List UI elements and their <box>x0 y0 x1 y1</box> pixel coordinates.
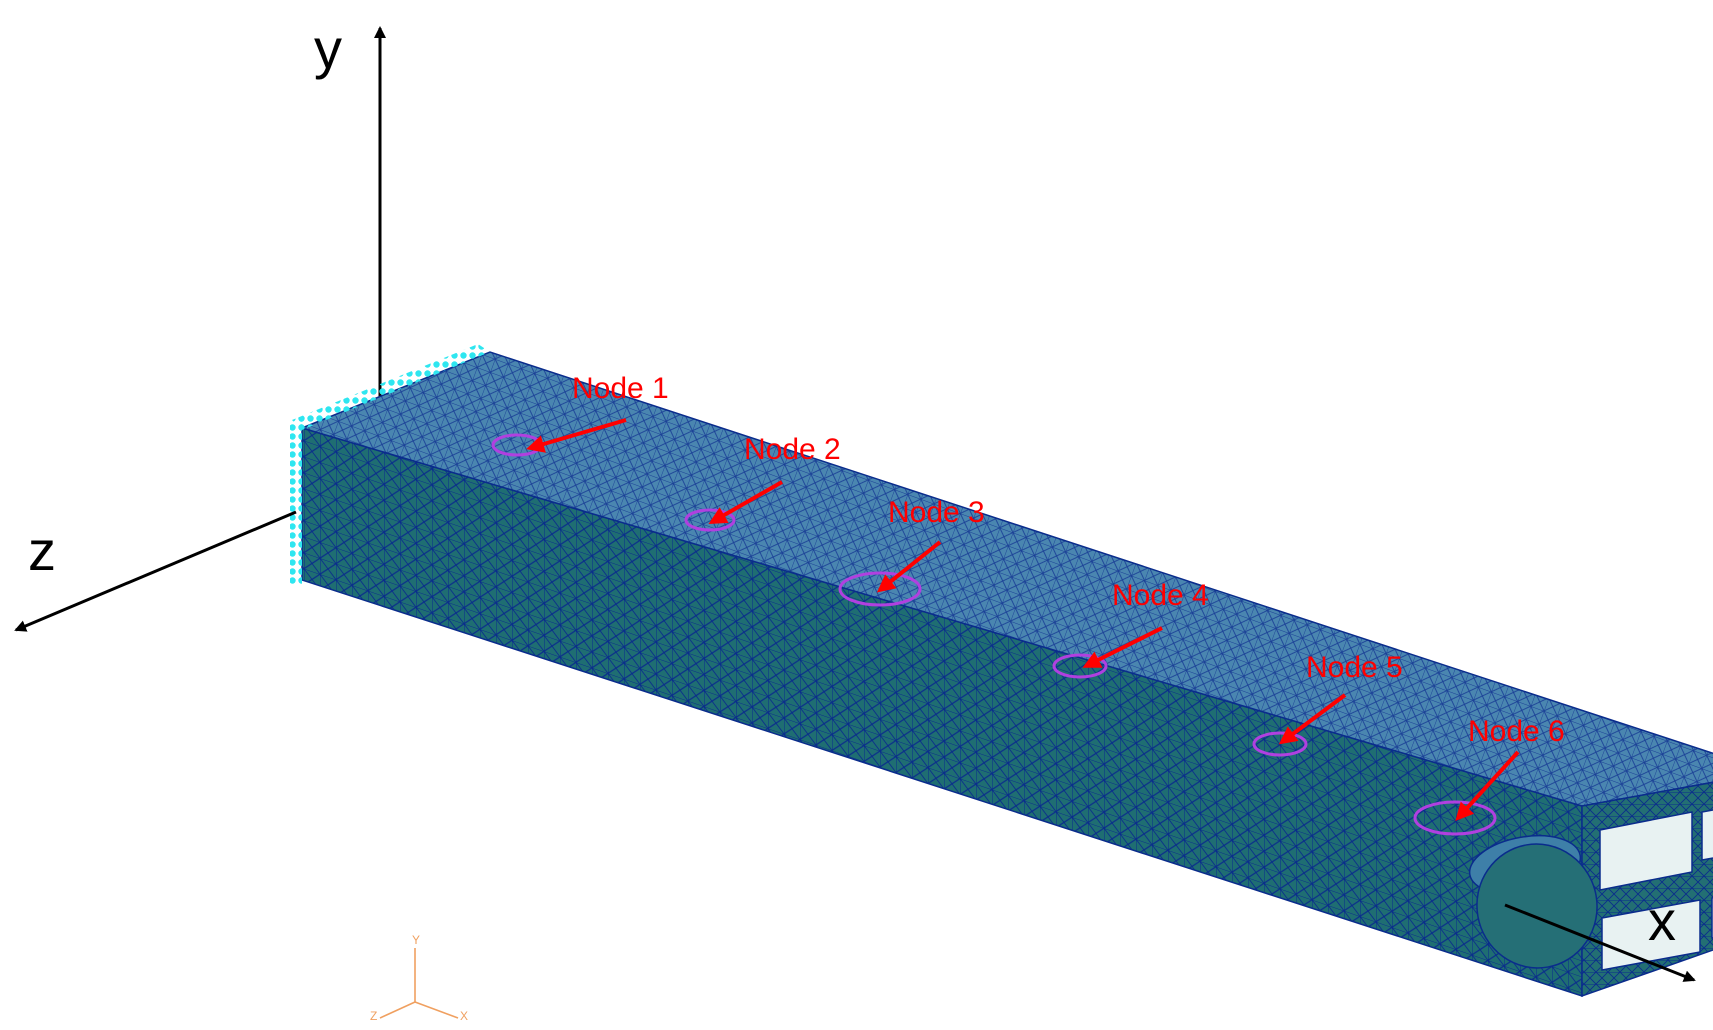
node-1-arrow <box>526 418 627 453</box>
node-6-marker <box>1413 800 1497 836</box>
node-5-arrow <box>1278 693 1347 745</box>
node-5-label: Node 5 <box>1306 651 1403 684</box>
node-arrows <box>526 418 1520 821</box>
z-axis-label: z <box>28 519 56 582</box>
node-6-label: Node 6 <box>1468 715 1565 748</box>
coordinate-triad <box>379 948 459 1019</box>
fixed-support-markers <box>290 344 490 586</box>
node-2-arrow <box>708 480 783 524</box>
node-3-label: Node 3 <box>888 496 985 529</box>
x-axis-line <box>1504 903 1696 982</box>
node-3-arrow <box>876 540 942 593</box>
node-6-arrow <box>1455 750 1520 821</box>
node-4-marker <box>1052 653 1108 679</box>
node-4-label: Node 4 <box>1112 579 1209 612</box>
triad-z-label: Z <box>370 1009 377 1023</box>
y-axis-label: y <box>314 17 342 80</box>
node-3-marker <box>838 571 922 607</box>
node-2-label: Node 2 <box>744 433 841 466</box>
x-axis-label: x <box>1648 889 1676 952</box>
node-4-arrow <box>1082 626 1163 668</box>
triad-y-label: Y <box>412 933 420 947</box>
node-1-label: Node 1 <box>572 372 669 405</box>
triad-x-label: X <box>460 1009 468 1023</box>
z-axis-line <box>14 510 297 632</box>
